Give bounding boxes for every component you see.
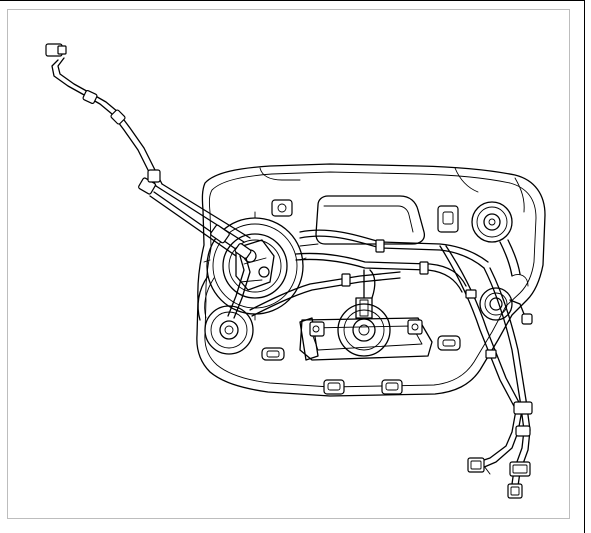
fuel-lines bbox=[249, 229, 529, 411]
fuel-sender-upper-right bbox=[471, 201, 513, 243]
wiring-harness-upper-left bbox=[45, 43, 252, 319]
fuel-sender-center bbox=[337, 269, 391, 357]
tank-top-panel bbox=[299, 195, 433, 361]
page-top-rule bbox=[0, 0, 585, 1]
page-right-rule bbox=[584, 0, 585, 533]
pump-feed-tube bbox=[197, 275, 215, 321]
illustration-frame bbox=[7, 9, 570, 519]
tank-mounting-tabs bbox=[261, 199, 461, 395]
wiring-harness-lower-right bbox=[467, 399, 533, 499]
fuel-tank-shell bbox=[196, 163, 546, 397]
vent-valve-right bbox=[479, 287, 533, 325]
